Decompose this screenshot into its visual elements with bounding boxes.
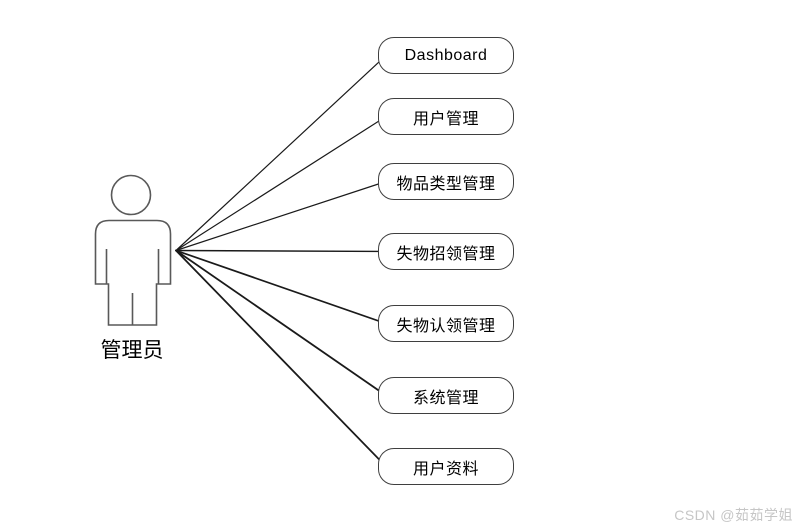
actor-body-icon bbox=[94, 219, 172, 326]
connector-lines bbox=[175, 54, 387, 468]
connector-dashboard bbox=[175, 54, 387, 252]
connector-lost-claim-management bbox=[175, 249, 387, 325]
usecase-user-profile: 用户资料 bbox=[378, 448, 514, 485]
actor-limb-lines-icon bbox=[105, 249, 160, 325]
actor-figure bbox=[94, 174, 172, 326]
watermark: CSDN @茹茹学姐 bbox=[674, 507, 793, 523]
connector-item-type-management bbox=[175, 180, 387, 252]
usecase-item-type-management: 物品类型管理 bbox=[378, 163, 514, 200]
connector-user-profile bbox=[175, 249, 387, 468]
actor-head-icon bbox=[110, 174, 152, 216]
usecase-dashboard: Dashboard bbox=[378, 37, 514, 74]
usecase-lost-found-management: 失物招领管理 bbox=[378, 233, 514, 270]
connector-user-management bbox=[175, 115, 387, 252]
actor-label: 管理员 bbox=[100, 339, 164, 362]
usecase-lost-claim-management: 失物认领管理 bbox=[378, 305, 514, 342]
usecase-user-management: 用户管理 bbox=[378, 98, 514, 135]
usecase-system-management: 系统管理 bbox=[378, 377, 514, 414]
connector-lost-found-management bbox=[175, 249, 387, 253]
connector-system-management bbox=[175, 249, 387, 397]
